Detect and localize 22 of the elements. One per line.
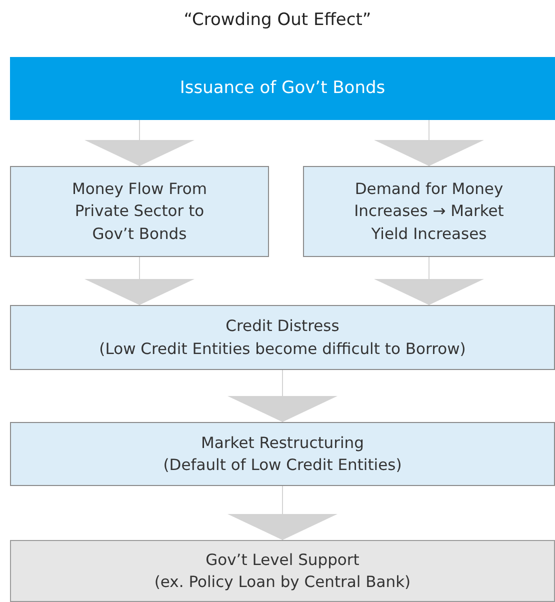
node-text: (Low Credit Entities become difficult to Borrow) bbox=[99, 338, 466, 360]
diagram-title: “Crowding Out Effect” bbox=[182, 10, 372, 30]
process-box bbox=[10, 422, 555, 486]
node-text: Gov’t Level Support bbox=[206, 550, 360, 571]
node-text: Issuance of Gov’t Bonds bbox=[180, 77, 386, 100]
process-box bbox=[10, 540, 555, 602]
chevron-arrow bbox=[374, 256, 484, 306]
header-bar bbox=[10, 57, 555, 120]
chevron-arrow bbox=[84, 120, 194, 166]
process-box bbox=[10, 305, 555, 370]
node-text: (Default of Low Credit Entities) bbox=[163, 455, 402, 476]
chevron-arrow bbox=[84, 256, 194, 306]
chevron-arrow bbox=[228, 370, 338, 422]
node-text: (ex. Policy Loan by Central Bank) bbox=[154, 572, 411, 593]
process-box bbox=[303, 166, 555, 257]
node-text: Money Flow From Private Sector to Gov’t Bonds bbox=[70, 178, 208, 245]
node-text: Demand for Money Increases → Market Yield Increases bbox=[353, 178, 505, 245]
chevron-arrow bbox=[374, 120, 484, 166]
node-text: Market Restructuring bbox=[201, 432, 364, 454]
node-text: Credit Distress bbox=[226, 316, 340, 338]
process-box bbox=[10, 166, 269, 257]
chevron-arrow bbox=[228, 486, 338, 540]
